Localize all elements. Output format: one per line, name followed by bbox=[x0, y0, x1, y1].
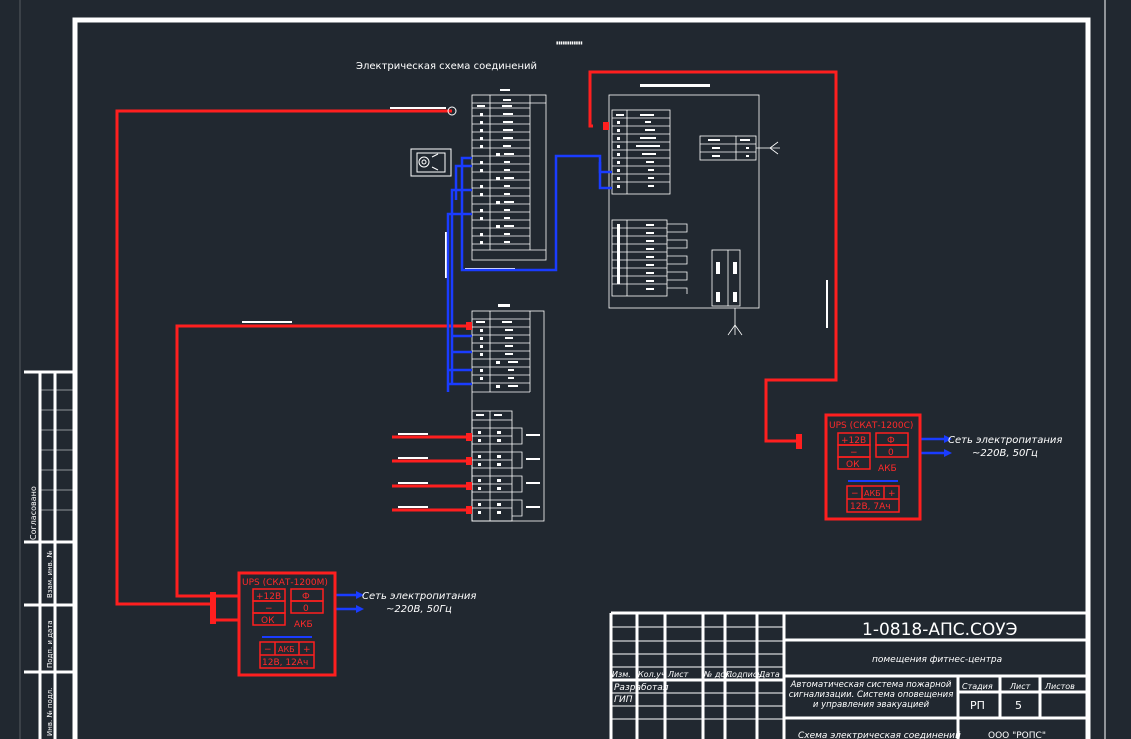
signal-arrow-icons bbox=[356, 435, 952, 613]
psu-top-akb-label: АКБ bbox=[864, 489, 881, 498]
sheets-header: Листов bbox=[1044, 682, 1075, 691]
cable-labels bbox=[242, 107, 828, 508]
stage-value: РП bbox=[970, 699, 985, 712]
device-terminal-marks bbox=[616, 84, 750, 302]
stage-header: Стадия bbox=[962, 682, 993, 691]
doc-code: 1-0818-АПС.СОУЭ bbox=[862, 620, 1018, 640]
psu-bottom-zero: 0 bbox=[303, 604, 309, 614]
description-box: Автоматическая система пожарной сигнализ… bbox=[788, 680, 954, 710]
relay-block bbox=[471, 310, 545, 522]
schema-title: Электрическая схема соединений bbox=[356, 61, 537, 72]
power-wiring-nodes bbox=[210, 122, 802, 624]
psu-top-plus: +12В bbox=[841, 436, 866, 446]
psu-bottom-labels: UPS (СКАТ-1200М) +12В − ОК Ф 0 АКБ − АКБ… bbox=[242, 578, 328, 668]
role-developer: Разработал bbox=[614, 683, 669, 693]
title-block bbox=[609, 611, 1088, 739]
psu-bottom-plus: +12В bbox=[256, 592, 281, 602]
psu-bottom-mains-line1: Сеть электропитания bbox=[362, 591, 476, 602]
psu-top-akb-link bbox=[848, 480, 898, 482]
sheet-header: Лист bbox=[1009, 682, 1031, 691]
col-header-count: Кол.уч bbox=[638, 670, 666, 679]
device-terminal-block bbox=[608, 94, 780, 336]
col-header-sheet: Лист bbox=[667, 670, 689, 679]
psu-top-title: UPS (СКАТ-1200С) bbox=[829, 421, 913, 431]
psu-top-labels: UPS (СКАТ-1200С) +12В − ОК Ф 0 АКБ − АКБ… bbox=[829, 421, 913, 512]
side-stamp bbox=[24, 370, 75, 739]
side-stamp-cell-2: Подп. и дата bbox=[46, 620, 54, 668]
psu-top-zero: 0 bbox=[888, 448, 894, 458]
psu-bottom-akb-caption: АКБ bbox=[294, 620, 313, 630]
psu-bottom-akb-value: 12В, 12Ач bbox=[262, 658, 308, 668]
psu-top-akb-plus: + bbox=[888, 489, 896, 499]
power-wiring bbox=[115, 70, 838, 622]
drawing-name: Схема электрическая соединений bbox=[798, 731, 961, 739]
psu-top-mains-line1: Сеть электропитания bbox=[948, 435, 1062, 446]
title-block-rows bbox=[611, 626, 784, 720]
psu-top-mains-line2: ~220В, 50Гц bbox=[972, 448, 1038, 459]
psu-top-phase: Ф bbox=[887, 436, 895, 446]
psu-top bbox=[824, 413, 922, 521]
signal-wiring bbox=[334, 154, 944, 611]
psu-top-akb-caption: АКБ bbox=[878, 464, 897, 474]
side-stamp-cell-3: Инв. № подл. bbox=[46, 688, 54, 736]
control-panel-terminal-marks bbox=[477, 89, 514, 244]
org-name: ООО "РОПС" bbox=[988, 731, 1046, 739]
object-name: помещения фитнес-центра bbox=[872, 655, 1002, 665]
psu-bottom-phase: Ф bbox=[302, 592, 310, 602]
psu-bottom bbox=[237, 571, 337, 677]
col-header-date: Дата bbox=[758, 670, 780, 679]
psu-top-akb-minus: − bbox=[851, 489, 859, 499]
sheet-value: 5 bbox=[1015, 699, 1022, 712]
relay-block-marks bbox=[476, 304, 540, 514]
drawing-frame bbox=[19, 0, 1106, 739]
col-header-doc: № док. bbox=[703, 670, 733, 679]
psu-top-ok: ОК bbox=[846, 460, 860, 470]
psu-bottom-akb-label: АКБ bbox=[278, 645, 295, 654]
header-code-label: ▮▮▮▮▮▮▮▮▮▮▮▮ bbox=[556, 40, 582, 45]
side-stamp-agreed: Согласовано bbox=[29, 486, 38, 540]
side-stamp-grid bbox=[40, 389, 75, 511]
col-header-signature: Подпись bbox=[726, 670, 762, 679]
psu-bottom-ok: ОК bbox=[261, 616, 275, 626]
side-stamp-cell-1: Взам. инв. № bbox=[46, 550, 54, 598]
cable-junction-icon bbox=[447, 106, 457, 116]
psu-top-akb-value: 12В, 7Ач bbox=[850, 502, 891, 512]
psu-bottom-title: UPS (СКАТ-1200М) bbox=[242, 578, 328, 588]
col-header-change: Изм. bbox=[612, 670, 631, 679]
psu-bottom-akb-plus: + bbox=[303, 645, 311, 655]
psu-bottom-akb-minus: − bbox=[264, 645, 272, 655]
role-chief-engineer: ГИП bbox=[614, 695, 633, 705]
sounder-icon bbox=[410, 148, 452, 177]
psu-bottom-minus: − bbox=[265, 604, 273, 614]
psu-bottom-akb-link bbox=[262, 636, 312, 638]
psu-bottom-mains-line2: ~220В, 50Гц bbox=[386, 604, 452, 615]
system-description: Автоматическая система пожарной сигнализ… bbox=[788, 680, 954, 710]
title-block-column-headers: Изм. Кол.уч Лист № док. Подпись Дата bbox=[612, 670, 780, 679]
psu-top-minus: − bbox=[850, 448, 858, 458]
